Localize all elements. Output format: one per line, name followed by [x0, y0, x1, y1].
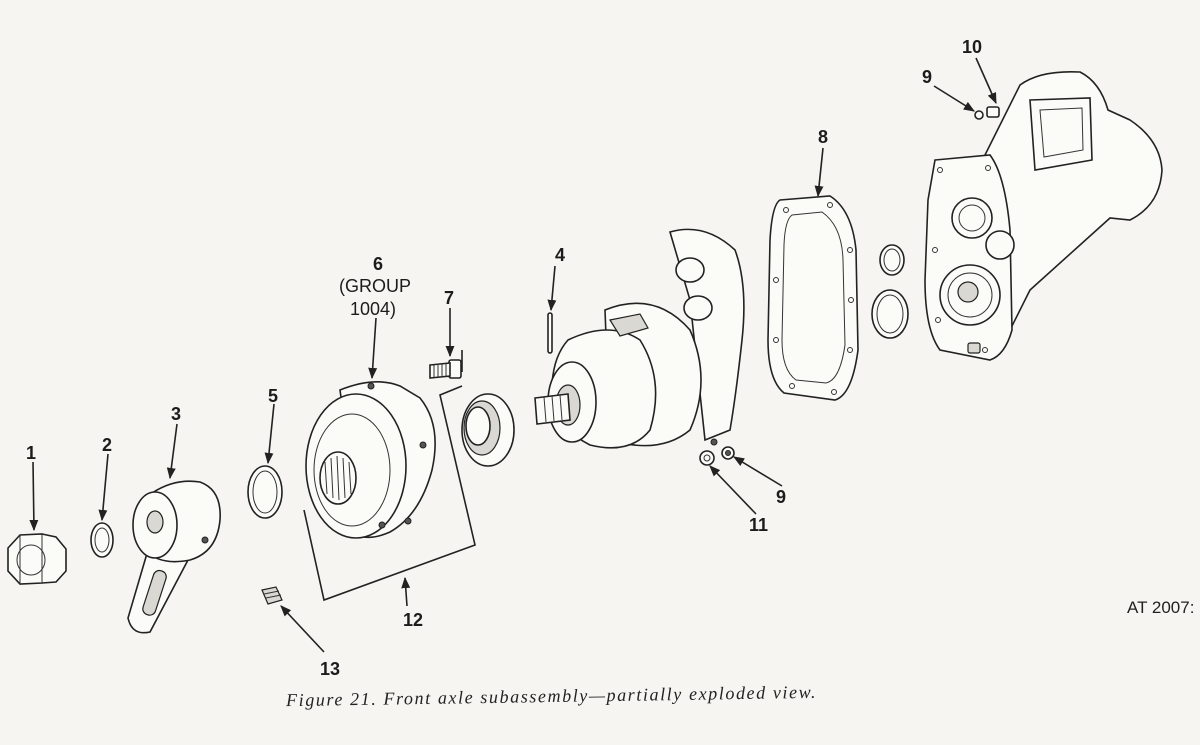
callout-1: 1	[26, 443, 37, 463]
washer-part	[721, 446, 735, 460]
callout-2: 2	[102, 435, 113, 455]
carrier-housing-part	[534, 228, 745, 449]
callout-6-group: (GROUP	[339, 276, 411, 296]
gasket-part	[767, 195, 859, 401]
gear-housing-part	[924, 70, 1163, 361]
callout-12: 12	[403, 610, 424, 630]
callout-4: 4	[555, 245, 566, 265]
lever-block-part	[127, 480, 221, 634]
callout-9-right: 9	[776, 487, 787, 507]
ring-part	[90, 522, 114, 558]
callout-6-number: 1004)	[350, 299, 397, 319]
pin-part	[547, 312, 553, 354]
hex-plug-part	[7, 533, 67, 585]
callout-9-top: 9	[922, 67, 933, 87]
callout-11: 11	[749, 515, 769, 535]
bolt-part	[429, 359, 462, 379]
housing-rings	[871, 244, 909, 339]
set-screw-part	[261, 586, 283, 605]
callout-3: 3	[171, 404, 182, 424]
oil-seal-part	[461, 393, 515, 467]
nut-part	[699, 450, 715, 466]
callout-5: 5	[268, 386, 279, 406]
callout-7: 7	[444, 288, 455, 308]
top-bolt-part	[974, 106, 1000, 120]
callout-6: 6	[373, 254, 384, 274]
bracket-12	[303, 350, 476, 602]
front-cover-assembly-part	[305, 381, 436, 539]
callout-10: 10	[962, 37, 983, 57]
o-ring-part	[247, 465, 283, 519]
callout-8: 8	[818, 127, 829, 147]
callout-13: 13	[320, 659, 341, 679]
leader-lines	[29, 57, 997, 653]
drawing-number: AT 2007:	[1127, 598, 1195, 617]
